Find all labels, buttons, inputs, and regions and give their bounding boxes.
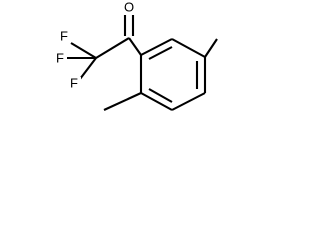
atom-labels: O F F F — [53, 0, 136, 91]
bond-carbonyl-to-ring — [128, 37, 142, 56]
chemical-structure: O F F F — [53, 0, 218, 111]
fluorine-bottom-atom-label: F — [70, 75, 78, 90]
bond-cf3-to-f-bottom — [79, 57, 97, 80]
fluorine-top-label-bg — [57, 29, 71, 43]
fluorine-left-label-bg — [53, 52, 67, 66]
oxygen-atom-label: O — [124, 0, 134, 14]
oxygen-label-bg — [122, 1, 136, 15]
ring-inner-bond-bottom — [148, 88, 173, 103]
fluorine-top-atom-label: F — [60, 28, 68, 43]
bond-cf3-to-f-top — [70, 42, 97, 59]
bond-carbonyl-to-cf3 — [95, 37, 130, 59]
fluorine-bottom-label-bg — [67, 77, 81, 91]
ring-bond-5 — [140, 92, 173, 111]
bond-methyl-right — [204, 38, 218, 58]
ring-bond-1 — [140, 38, 173, 56]
bonds — [67, 15, 218, 111]
ring-bond-2 — [171, 38, 206, 58]
ring-inner-bond-top — [148, 46, 173, 60]
ring-bond-4 — [171, 92, 206, 111]
bond-methyl-bottom — [103, 92, 142, 111]
fluorine-left-atom-label: F — [56, 50, 64, 65]
